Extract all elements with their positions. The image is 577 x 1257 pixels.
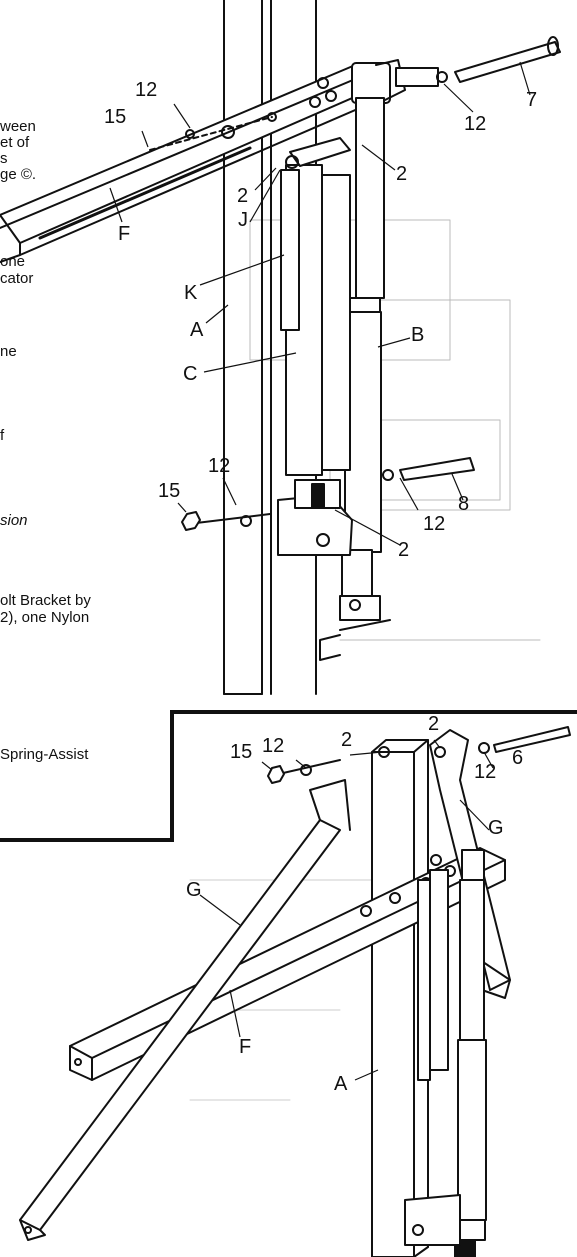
part-label: J [238, 209, 248, 231]
instruction-fragment: olt Bracket by [0, 592, 91, 609]
part-label: 7 [526, 89, 538, 111]
part-label: 2 [341, 729, 353, 751]
part-label: G [488, 817, 504, 839]
part-label: F [239, 1036, 252, 1058]
part-label: A [190, 319, 204, 341]
part-label: 12 [474, 761, 497, 783]
part-label: B [411, 324, 425, 346]
part-label: 15 [230, 741, 253, 763]
part-label: 2 [396, 163, 408, 185]
part-label: 2 [398, 539, 410, 561]
instruction-fragment: ge ©. [0, 166, 37, 183]
instruction-fragment: sion [0, 512, 28, 529]
part-label: 2 [237, 185, 249, 207]
instruction-fragment: et of [0, 134, 30, 151]
part-label: 12 [262, 735, 285, 757]
part-label: 15 [158, 480, 181, 502]
part-label: 2 [428, 713, 440, 735]
part-label: 12 [464, 113, 487, 135]
part-label: 12 [135, 79, 158, 101]
part-label: 15 [104, 106, 127, 128]
part-label: 6 [512, 747, 524, 769]
instruction-fragment: cator [0, 270, 34, 287]
instruction-fragment: Spring-Assist [0, 746, 89, 763]
part-label: F [118, 223, 131, 245]
part-label: A [334, 1073, 348, 1095]
instruction-fragment: ne [0, 343, 17, 360]
instruction-fragment: 2), one Nylon [0, 609, 90, 626]
part-label: 12 [208, 455, 231, 477]
part-label: 8 [458, 493, 470, 515]
instruction-fragment: f [0, 427, 5, 444]
instruction-fragment: ween [0, 118, 36, 135]
instruction-fragment: one [0, 253, 26, 270]
part-label: C [183, 363, 198, 385]
instruction-fragment: s [0, 150, 8, 167]
panel-top-rule [0, 710, 577, 714]
part-label: K [184, 282, 198, 304]
part-label: G [186, 879, 202, 901]
part-label: 12 [423, 513, 446, 535]
